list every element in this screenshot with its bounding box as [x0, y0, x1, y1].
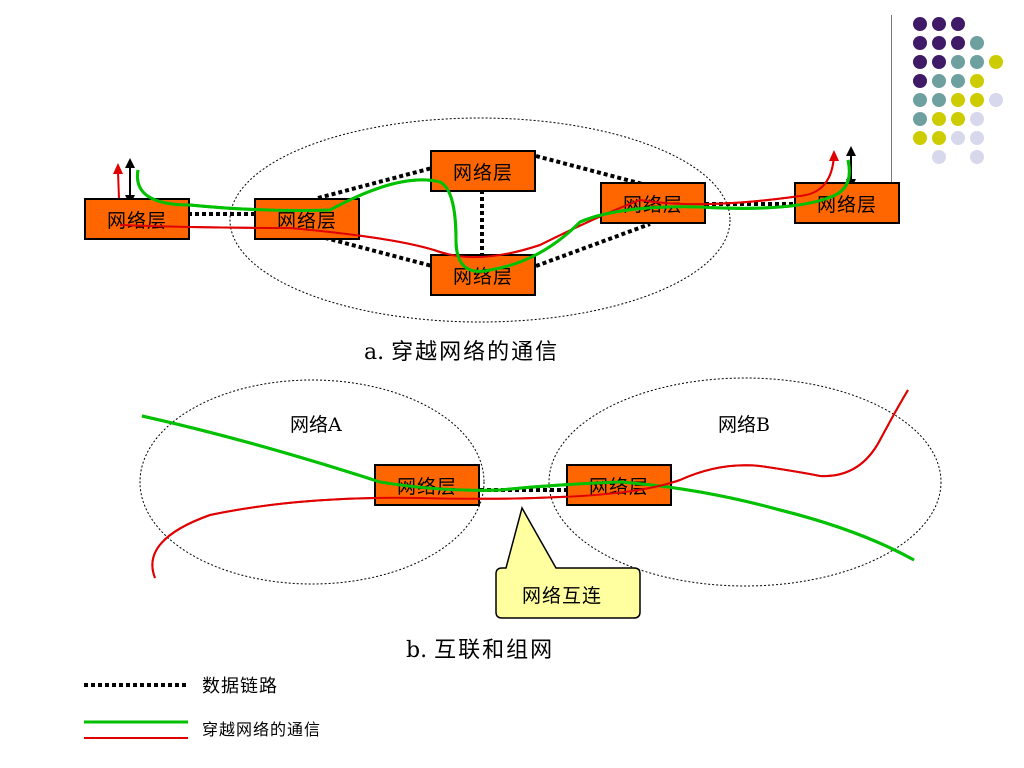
legend-data-link-label: 数据链路 [202, 676, 278, 697]
decorative-dot [970, 131, 984, 145]
network-layer-box-router-4: 网络层 [600, 182, 706, 224]
decorative-dot [932, 74, 946, 88]
decorative-dot [970, 93, 984, 107]
decorative-dot [913, 74, 927, 88]
network-layer-box-router-2: 网络层 [430, 150, 536, 192]
decorative-dot [970, 36, 984, 50]
decorative-dot [970, 112, 984, 126]
network-b-label: 网络B [718, 414, 770, 436]
data-link [317, 166, 433, 200]
caption-a-prefix: a. [364, 340, 385, 365]
decorative-dot [951, 131, 965, 145]
caption-b-prefix: b. [406, 638, 428, 663]
black-arrowhead [125, 158, 135, 168]
decorative-dot [989, 93, 1003, 107]
decorative-dot [989, 55, 1003, 69]
network-layer-box-router-3: 网络层 [430, 254, 536, 296]
decorative-dot [932, 55, 946, 69]
decorative-dot [970, 74, 984, 88]
network-layer-box-endpoint-right: 网络层 [794, 182, 900, 224]
network-layer-box-router-1: 网络层 [254, 198, 360, 240]
caption-a: a. 穿越网络的通信 [364, 334, 559, 366]
decorative-vertical-line [891, 15, 892, 190]
decorative-dot [970, 150, 984, 164]
red-arrowhead [829, 150, 839, 161]
decorative-dot [951, 93, 965, 107]
decorative-dot [932, 131, 946, 145]
decorative-dot [913, 17, 927, 31]
decorative-dot [913, 112, 927, 126]
caption-a-text: 穿越网络的通信 [391, 340, 560, 365]
decorative-dot [932, 150, 946, 164]
red-arrowhead [113, 163, 123, 174]
decorative-dot [932, 93, 946, 107]
callout-label: 网络互连 [522, 585, 603, 607]
black-arrowhead [846, 146, 856, 156]
network-layer-box-gateway-a: 网络层 [374, 464, 480, 506]
caption-b-text: 互联和组网 [434, 638, 555, 663]
decorative-dot [970, 55, 984, 69]
decorative-dot [913, 93, 927, 107]
decorative-dot [913, 55, 927, 69]
decorative-dot [951, 55, 965, 69]
decorative-dot [951, 36, 965, 50]
decorative-dot [951, 74, 965, 88]
network-layer-box-gateway-b: 网络层 [566, 464, 672, 506]
network-a-label: 网络A [290, 414, 342, 436]
network-layer-box-endpoint-left: 网络层 [84, 198, 190, 240]
decorative-dot [932, 112, 946, 126]
decorative-dot [913, 36, 927, 50]
data-link [317, 234, 433, 268]
network-b-ellipse [548, 377, 942, 587]
decorative-dot [932, 36, 946, 50]
decorative-dot [932, 17, 946, 31]
decorative-dot [951, 112, 965, 126]
legend-communication-label: 穿越网络的通信 [202, 720, 322, 739]
decorative-dot [951, 17, 965, 31]
decorative-dot [913, 131, 927, 145]
caption-b: b. 互联和组网 [406, 632, 554, 664]
